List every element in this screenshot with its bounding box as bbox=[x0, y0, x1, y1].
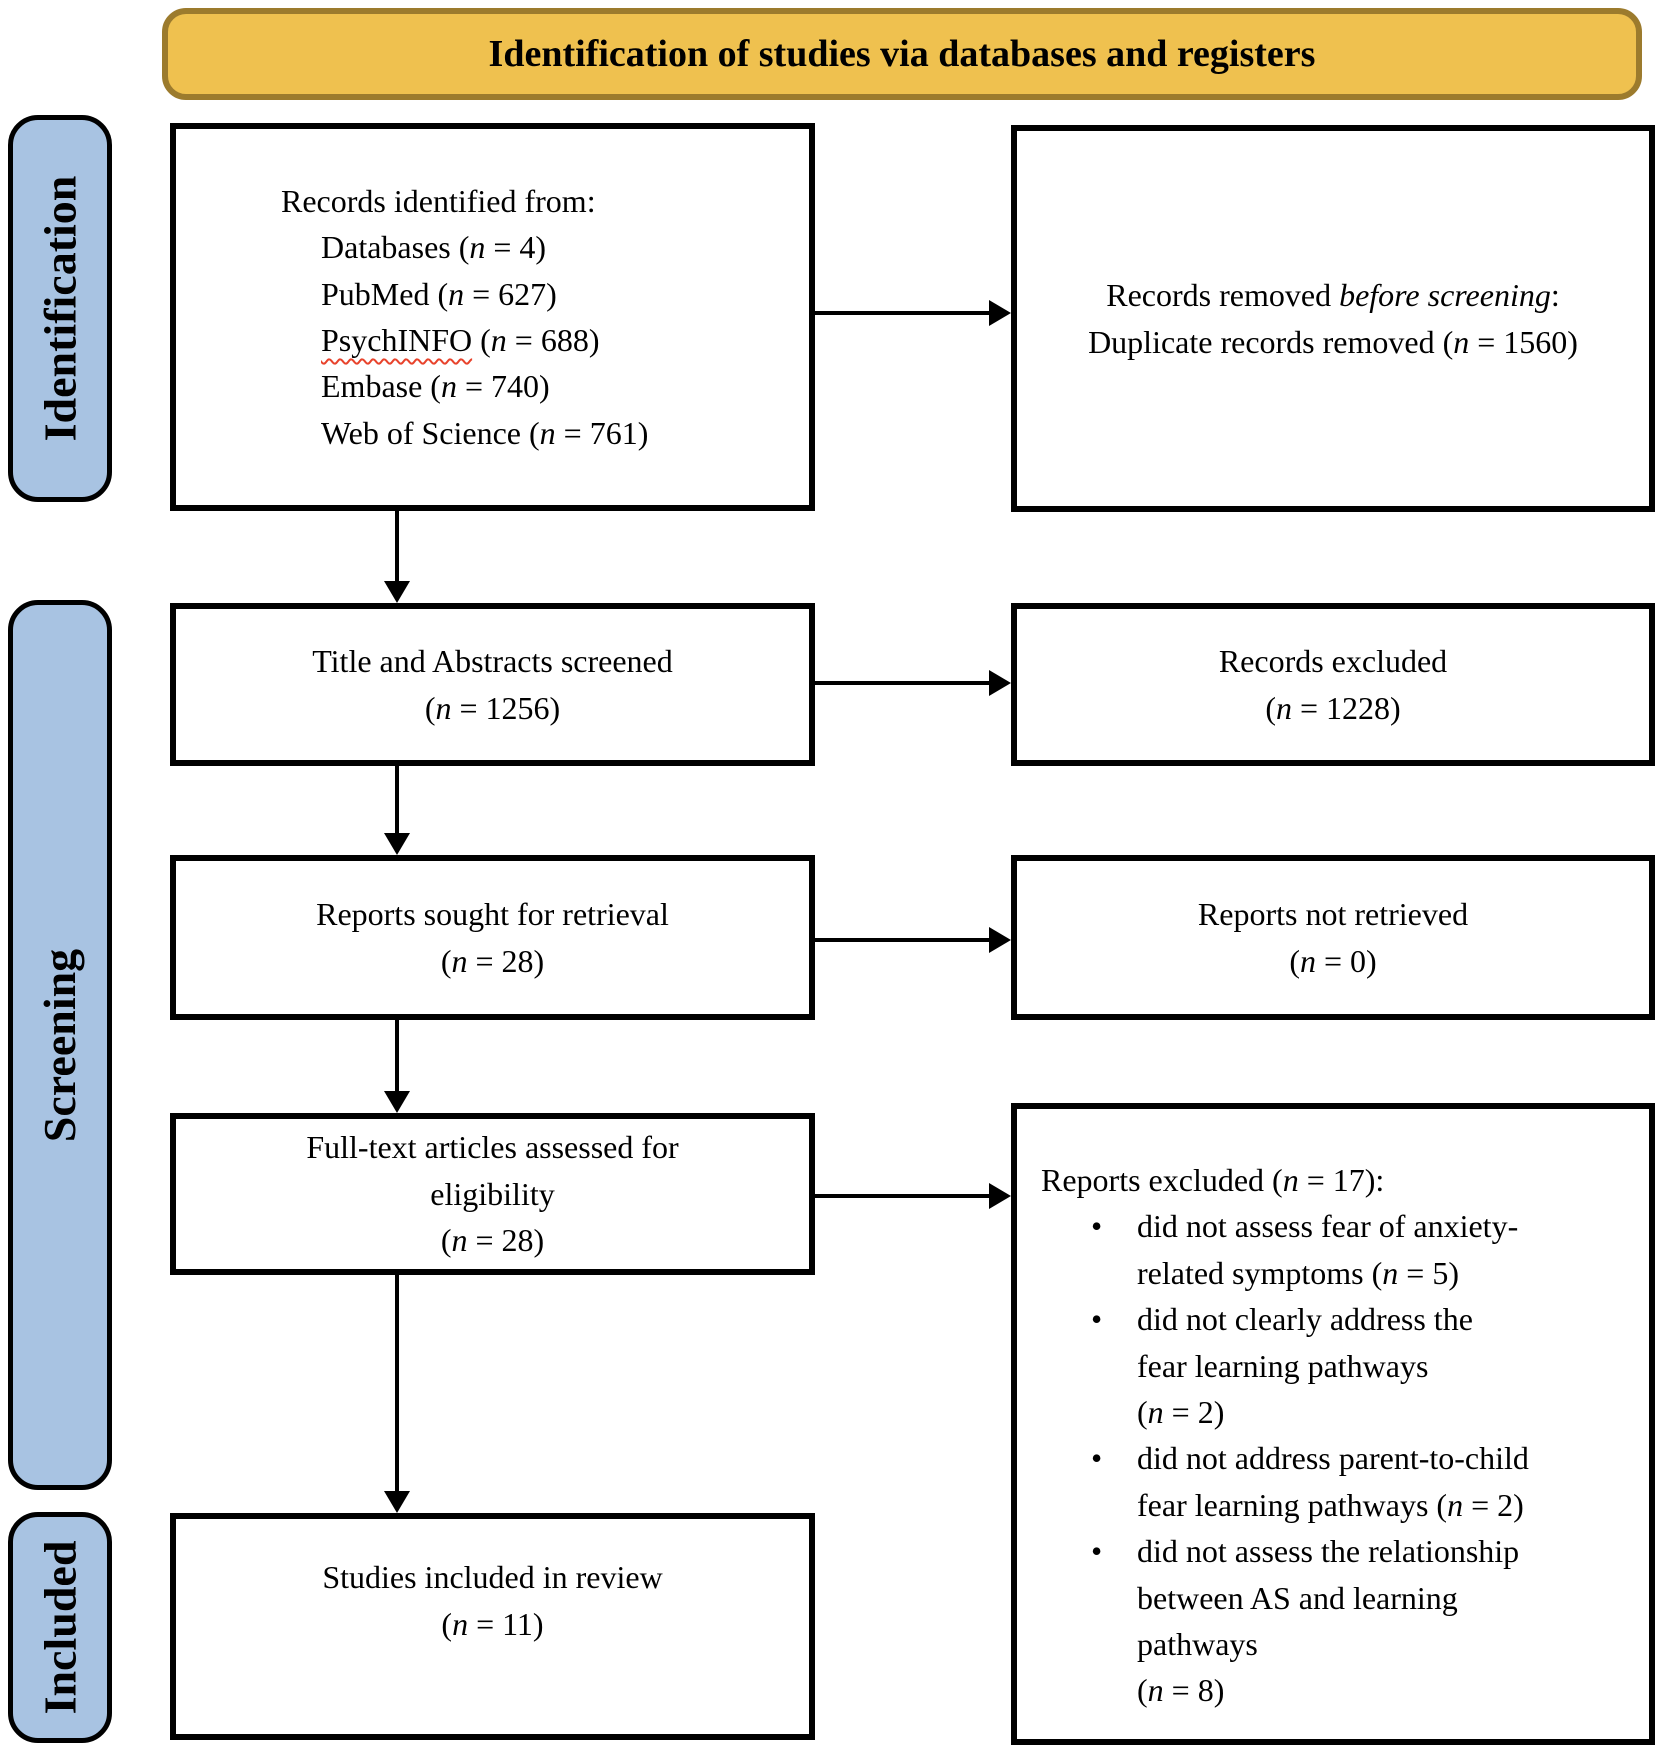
box-line: Records excluded bbox=[1218, 643, 1448, 680]
box-reports-excluded-reasons: Reports excluded (n = 17): did not asses… bbox=[1011, 1103, 1655, 1745]
box-line: (n = 0) bbox=[1289, 942, 1377, 979]
box-line: Web of Science (n = 761) bbox=[321, 414, 649, 451]
box-line: Reports sought for retrieval bbox=[316, 896, 669, 933]
arrow-shaft bbox=[395, 511, 399, 583]
box-fulltext-assessed: Full-text articles assessed for eligibil… bbox=[170, 1113, 815, 1275]
box-records-excluded: Records excluded (n = 1228) bbox=[1011, 603, 1655, 766]
box-reports-sought: Reports sought for retrieval (n = 28) bbox=[170, 855, 815, 1020]
box-line: Embase (n = 740) bbox=[321, 368, 550, 405]
box-line: eligibility bbox=[430, 1175, 555, 1212]
arrow-shaft bbox=[395, 1020, 399, 1093]
box-line: Full-text articles assessed for bbox=[306, 1129, 679, 1166]
arrow-head bbox=[989, 927, 1011, 953]
box-records-removed-before-screening: Records removed before screening: Duplic… bbox=[1011, 125, 1655, 512]
stage-label-identification: Identification bbox=[8, 115, 112, 502]
box-line: Records removed before screening: bbox=[1106, 277, 1560, 314]
stage-label-included: Included bbox=[8, 1512, 112, 1743]
box-title-abstracts-screened: Title and Abstracts screened (n = 1256) bbox=[170, 603, 815, 766]
banner-title-text: Identification of studies via databases … bbox=[488, 33, 1316, 75]
stage-label-included-text: Included bbox=[34, 1540, 86, 1715]
arrow-head bbox=[989, 670, 1011, 696]
box-line: PsychINFO (n = 688) bbox=[321, 322, 600, 358]
arrow-head bbox=[384, 833, 410, 855]
arrow-shaft bbox=[815, 681, 989, 685]
arrow-head bbox=[384, 1491, 410, 1513]
stage-label-screening-text: Screening bbox=[34, 948, 86, 1142]
arrow-shaft bbox=[815, 311, 989, 315]
box-line: Studies included in review bbox=[322, 1559, 663, 1596]
exclusion-reasons-list: did not assess fear of anxiety-related s… bbox=[1041, 1203, 1631, 1713]
stage-label-identification-text: Identification bbox=[34, 175, 86, 442]
box-line: Records identified from: bbox=[281, 182, 596, 219]
arrow-head bbox=[384, 581, 410, 603]
box-line: (n = 11) bbox=[441, 1605, 544, 1642]
box-studies-included: Studies included in review (n = 11) bbox=[170, 1513, 815, 1740]
arrow-shaft bbox=[395, 766, 399, 835]
arrow-head bbox=[384, 1091, 410, 1113]
box-line: Title and Abstracts screened bbox=[312, 643, 673, 680]
exclusion-reason-item: did not assess fear of anxiety-related s… bbox=[1041, 1203, 1631, 1296]
box-records-identified: Records identified from: Databases (n = … bbox=[170, 123, 815, 511]
box-line: Reports not retrieved bbox=[1197, 896, 1469, 933]
box-line: Reports excluded (n = 17): bbox=[1041, 1162, 1385, 1198]
box-line: (n = 28) bbox=[440, 1222, 545, 1259]
box-line: (n = 1228) bbox=[1265, 689, 1401, 726]
box-line: (n = 28) bbox=[440, 942, 545, 979]
arrow-head bbox=[989, 300, 1011, 326]
box-line: Duplicate records removed (n = 1560) bbox=[1088, 323, 1578, 360]
box-line: (n = 1256) bbox=[424, 689, 561, 726]
arrow-head bbox=[989, 1183, 1011, 1209]
banner-title: Identification of studies via databases … bbox=[162, 8, 1642, 100]
arrow-shaft bbox=[815, 938, 989, 942]
box-line: Databases (n = 4) bbox=[321, 229, 547, 266]
arrow-shaft bbox=[815, 1194, 989, 1198]
box-line: PubMed (n = 627) bbox=[321, 275, 557, 312]
stage-label-screening: Screening bbox=[8, 600, 112, 1490]
box-reports-not-retrieved: Reports not retrieved (n = 0) bbox=[1011, 855, 1655, 1020]
arrow-shaft bbox=[395, 1275, 399, 1493]
